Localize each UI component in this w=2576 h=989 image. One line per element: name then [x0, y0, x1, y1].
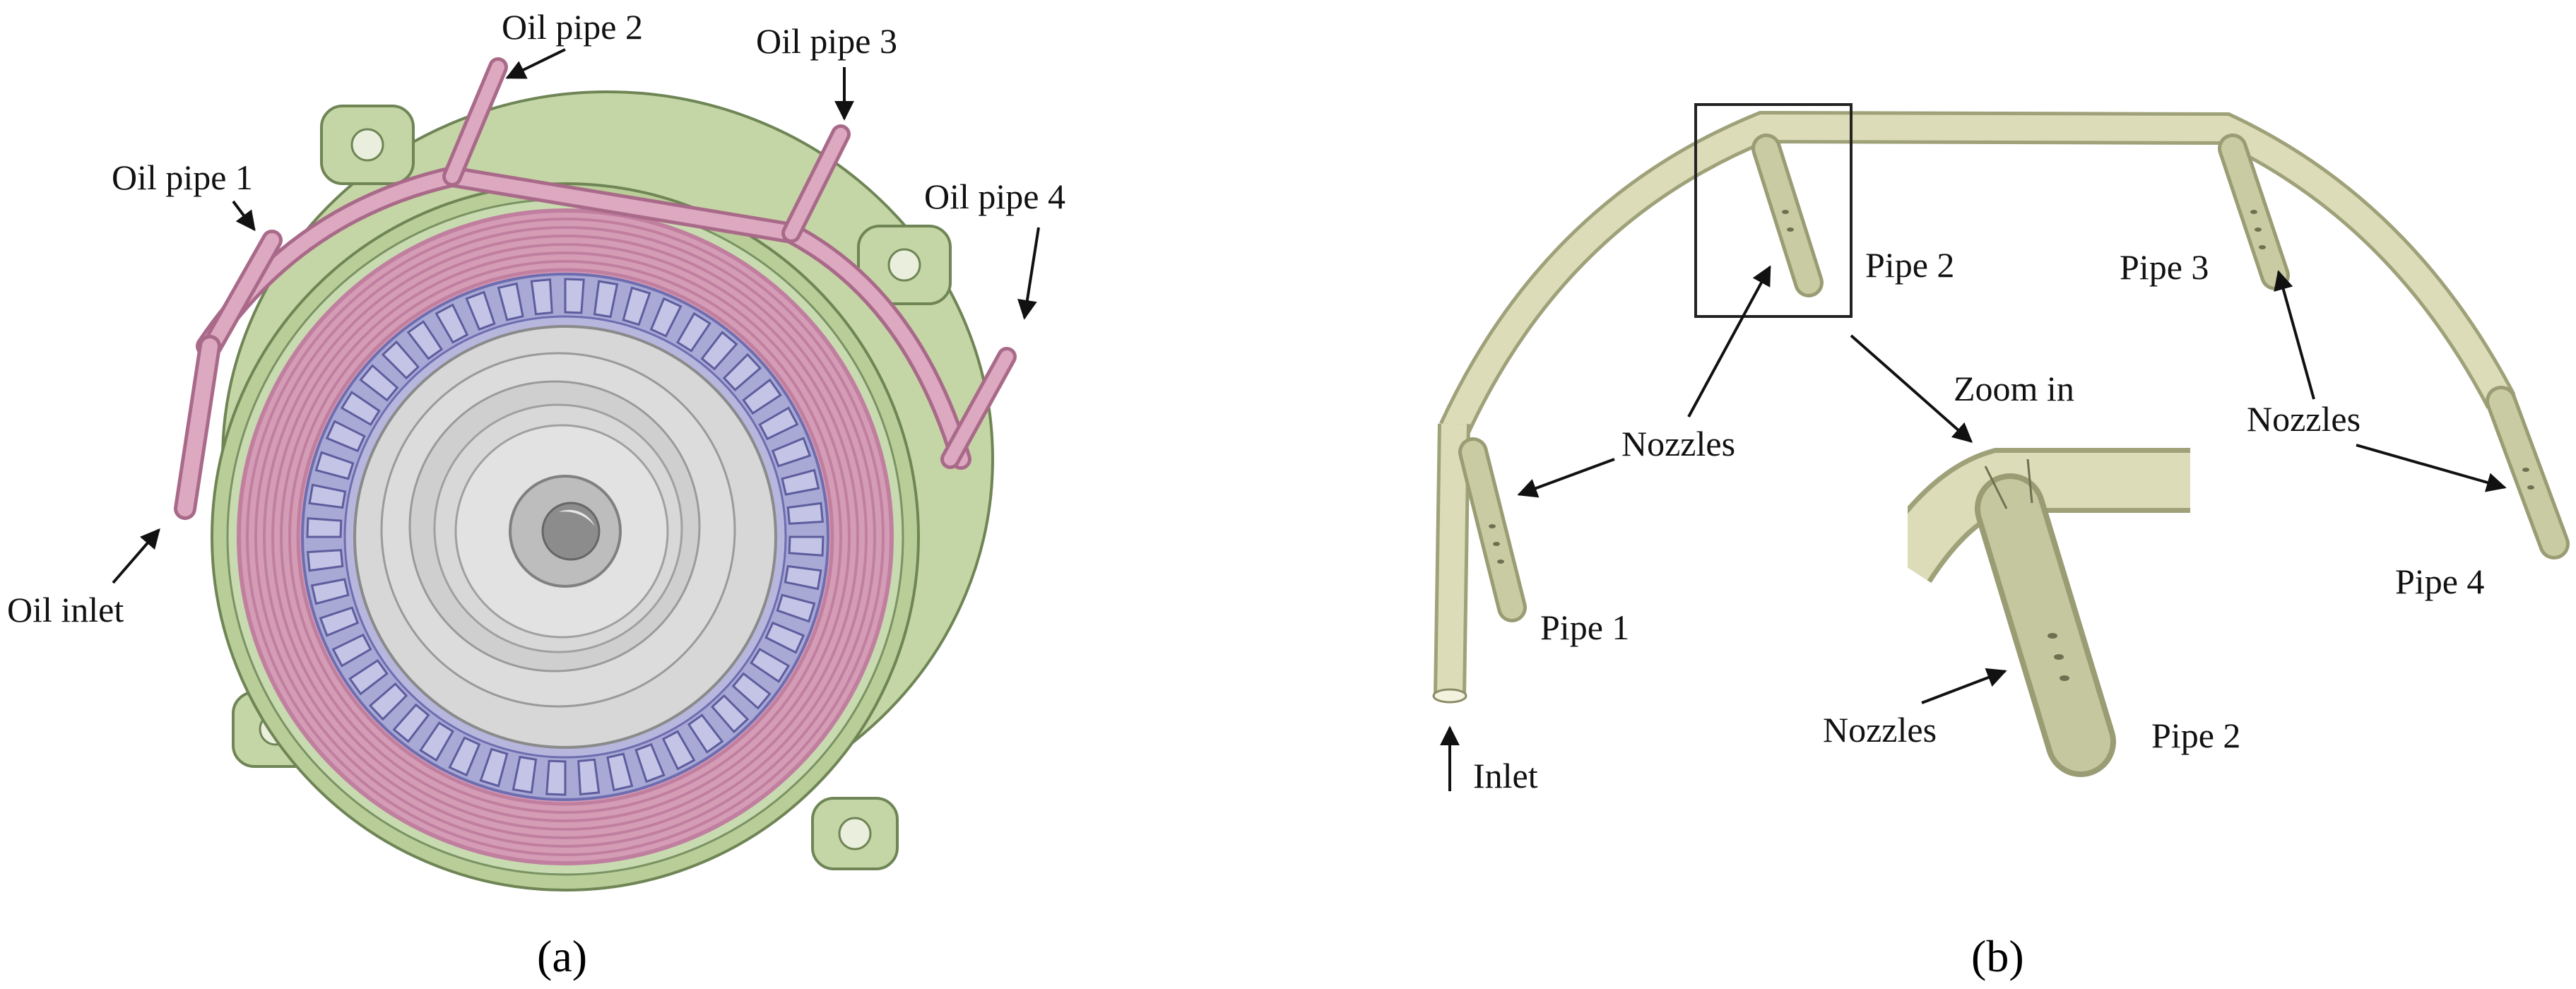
stator-slot — [314, 451, 355, 480]
panel-a-annotations: Oil pipe 1 Oil pipe 2 Oil pipe 3 Oil pip… — [7, 7, 1065, 629]
arrow-oil-pipe-2 — [505, 48, 566, 79]
label-zoom-in: Zoom in — [1954, 369, 2074, 408]
stator-slot — [675, 312, 711, 353]
label-pipe-4: Pipe 4 — [2395, 562, 2484, 601]
stator-slot — [711, 694, 750, 734]
label-oil-inlet: Oil inlet — [7, 590, 124, 629]
label-oil-pipe-3: Oil pipe 3 — [756, 21, 897, 61]
label-nozzles-zoom: Nozzles — [1823, 710, 1937, 750]
stator-slot — [392, 703, 430, 743]
stator-slot — [750, 647, 791, 683]
stator-slot — [325, 420, 366, 453]
stator-slot — [465, 290, 496, 331]
stator-slot — [435, 303, 469, 344]
label-nozzles-right: Nozzles — [2247, 399, 2361, 439]
stator-slot — [448, 736, 481, 777]
stator-slot — [512, 755, 538, 794]
stator-slot — [786, 502, 825, 525]
stator-slot — [479, 747, 509, 788]
stator-slot — [742, 378, 782, 415]
label-nozzles-left: Nozzles — [1621, 424, 1735, 463]
stator-slot — [406, 320, 444, 360]
stator-slot — [368, 682, 408, 721]
stator-slot — [731, 672, 772, 710]
stator-slot — [577, 758, 601, 796]
stator-slot — [359, 364, 399, 402]
stator-slot — [771, 437, 812, 468]
arrow-nozzles-to-pipe-1 — [1517, 458, 1615, 498]
stator-slot — [319, 606, 360, 637]
label-oil-pipe-4: Oil pipe 4 — [924, 177, 1065, 216]
pipe-assembly — [1432, 103, 2570, 777]
inlet-opening — [1432, 688, 1467, 704]
stator-slot — [781, 468, 820, 496]
stator-slot — [497, 282, 524, 321]
stator-slot — [564, 278, 585, 314]
stator-slot — [348, 658, 389, 696]
stator-slot — [593, 280, 619, 319]
stator-slot — [606, 752, 634, 792]
zoom-box — [1694, 103, 1853, 318]
caption-b: (b) — [1971, 931, 2024, 981]
stator-slot — [331, 633, 372, 668]
arrow-nozzles-to-pipe-2 — [1687, 265, 1771, 417]
arrow-nozzles-to-pipe-4 — [2356, 444, 2507, 492]
arrow-oil-inlet — [112, 528, 160, 584]
stator-slot — [661, 730, 696, 771]
zoom-detail — [1865, 396, 2233, 777]
stator-slot — [306, 517, 343, 538]
stator-slot — [381, 340, 420, 380]
stator-slot — [530, 278, 553, 316]
caption-a: (a) — [537, 931, 587, 981]
stator-slot — [758, 406, 799, 441]
stator-slot — [634, 742, 666, 783]
label-pipe-3: Pipe 3 — [2120, 247, 2209, 287]
label-pipe-1: Pipe 1 — [1540, 608, 1629, 647]
label-pipe-2-zoom: Pipe 2 — [2151, 716, 2240, 755]
label-pipe-2: Pipe 2 — [1865, 245, 1954, 285]
stator-slot — [722, 353, 762, 391]
stator-slot — [649, 297, 683, 338]
stator-slot — [306, 549, 344, 572]
arrow-nozzles-zoom — [1921, 668, 2007, 704]
stator-slot — [340, 391, 381, 427]
panel-b-annotations: Pipe 1 Pipe 2 Pipe 3 Pipe 4 Nozzles Zoom… — [1440, 245, 2507, 795]
stator-slot — [764, 621, 805, 654]
stator-slot — [788, 535, 825, 557]
label-inlet: Inlet — [1473, 756, 1538, 795]
arrow-oil-pipe-4 — [1017, 227, 1040, 320]
stator-slot — [310, 578, 350, 605]
stator-slot — [419, 721, 455, 762]
stator-slot — [545, 759, 567, 796]
stator-slot — [308, 483, 347, 509]
motor-model — [174, 57, 1017, 892]
label-oil-pipe-2: Oil pipe 2 — [502, 7, 643, 47]
arrow-zoom-in — [1850, 334, 1973, 443]
stator-slot — [700, 331, 738, 371]
label-oil-pipe-1: Oil pipe 1 — [112, 158, 253, 197]
stator-slot — [622, 286, 651, 326]
stator-slots — [306, 278, 825, 796]
arrow-oil-pipe-1 — [232, 200, 256, 232]
arrow-nozzles-to-pipe-3 — [2274, 270, 2315, 400]
nozzle-holes — [1489, 210, 2534, 564]
stator-slot — [687, 713, 724, 754]
stator-slot — [776, 593, 816, 623]
stator-slot — [784, 564, 822, 591]
